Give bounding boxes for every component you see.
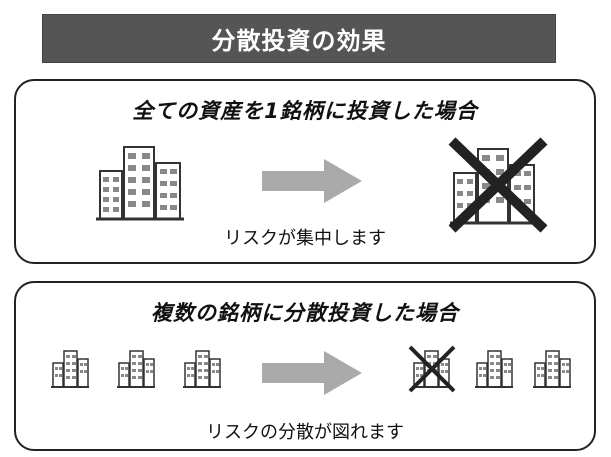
building-icon <box>474 347 514 391</box>
building-icon <box>532 347 572 391</box>
panel-diversified: 複数の銘柄に分散投資した場合 <box>14 281 596 451</box>
building-icon <box>182 347 222 391</box>
crossed-building-icon <box>440 133 552 233</box>
panel-caption-single-stock: リスクが集中します <box>224 228 386 249</box>
building-icon <box>94 137 186 225</box>
panel-heading-diversified: 複数の銘柄に分散投資した場合 <box>151 301 459 325</box>
building-icon <box>116 347 156 391</box>
right-arrow-icon <box>262 351 362 395</box>
panel-caption-diversified: リスクの分散が図れます <box>206 422 404 443</box>
building-icon <box>50 347 90 391</box>
diagram-title: 分散投資の効果 <box>42 14 556 63</box>
panel-single-stock: 全ての資産を1銘柄に投資した場合 <box>14 79 596 264</box>
crossed-building-icon <box>406 343 458 395</box>
panel-heading-single-stock: 全ての資産を1銘柄に投資した場合 <box>132 99 478 123</box>
right-arrow-icon <box>262 159 362 203</box>
